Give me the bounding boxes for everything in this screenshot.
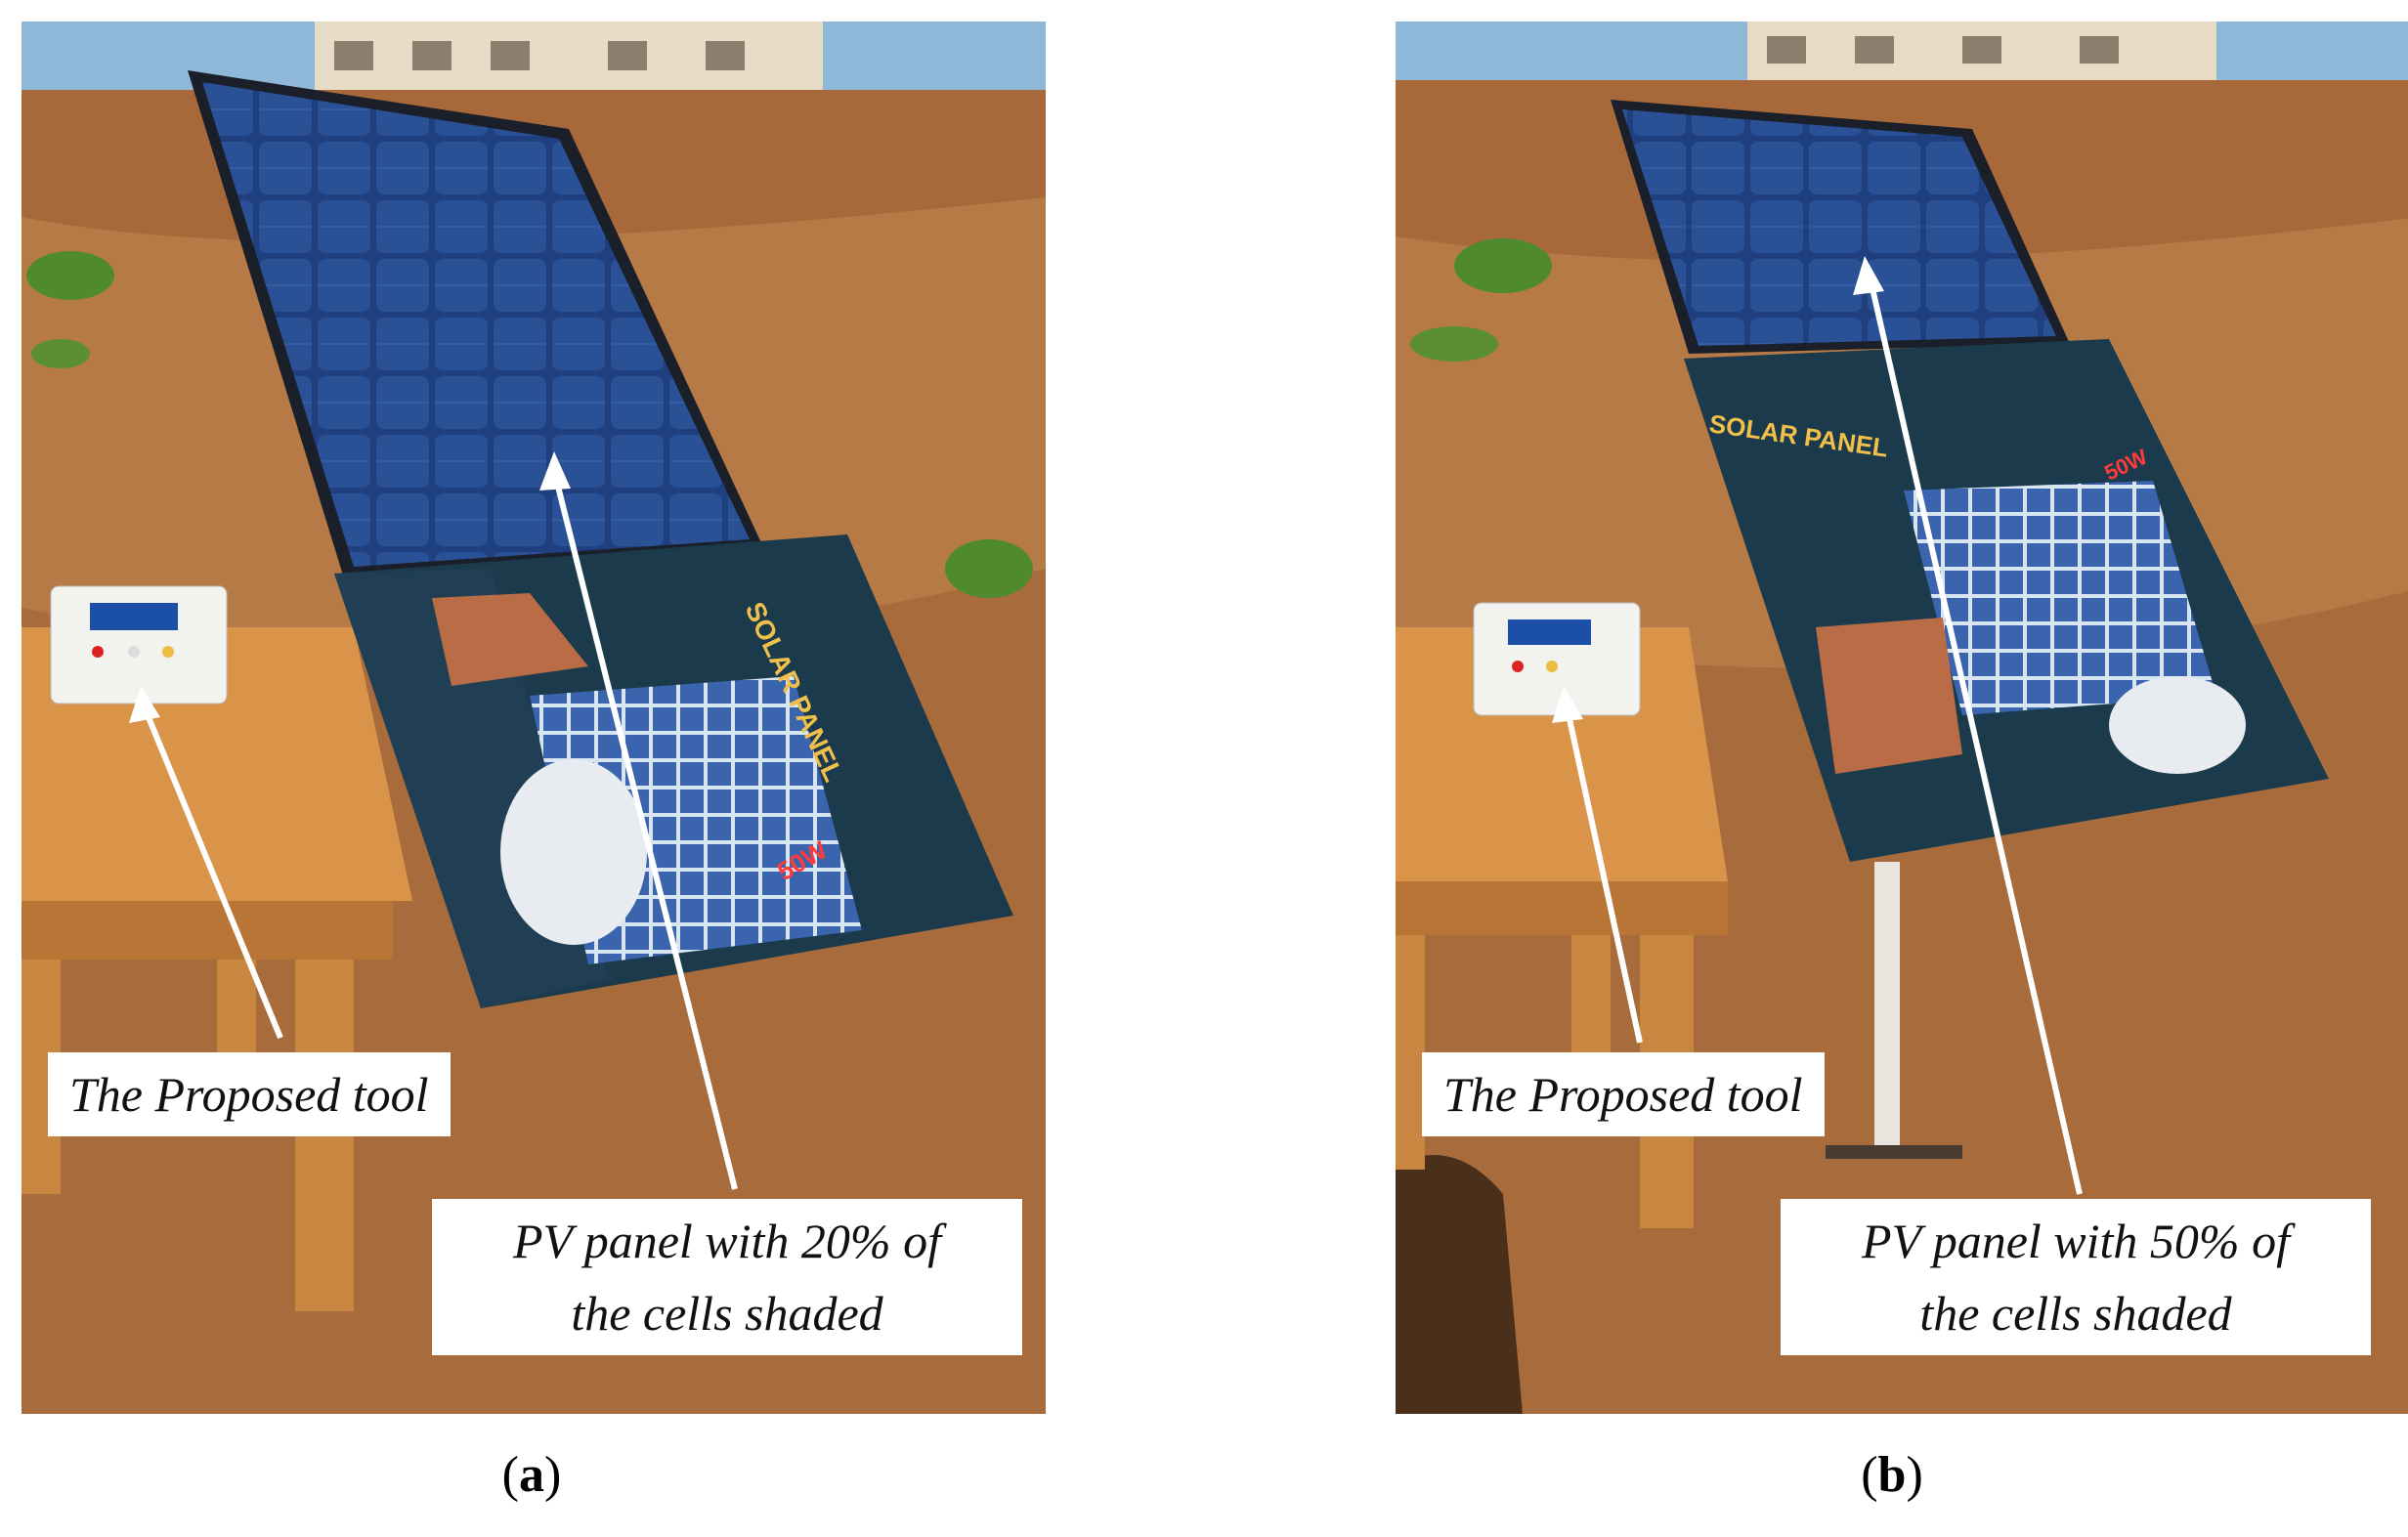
grass — [26, 251, 114, 300]
caption-letter: a — [519, 1447, 544, 1503]
pv-label-line1: PV panel with 20% of — [513, 1214, 941, 1268]
caption-a: (a) — [501, 1447, 562, 1503]
cable-image — [500, 759, 647, 945]
caption-letter: b — [1877, 1447, 1907, 1503]
tool-display — [90, 603, 178, 630]
shadow — [1396, 1155, 1523, 1414]
caption-b: (b) — [1861, 1447, 1923, 1503]
pv-label: PV panel with 20% of the cells shaded — [432, 1199, 1022, 1355]
tool-label-text: The Proposed tool — [69, 1067, 429, 1122]
grass — [1454, 238, 1552, 293]
pv-label-line2: the cells shaded — [571, 1286, 883, 1341]
solar-panel-cells — [1622, 109, 2056, 346]
arrow-tool — [1564, 704, 1643, 1044]
small-panel-image — [1904, 481, 2216, 715]
tool-label-text: The Proposed tool — [1443, 1067, 1803, 1122]
photo-a-scene: SOLAR PANEL 50W — [22, 21, 1046, 1414]
pv-label-line2: the cells shaded — [1919, 1286, 2232, 1341]
tool-label: The Proposed tool — [1422, 1052, 1825, 1136]
arrow-pv — [551, 470, 738, 1190]
arrow-tool — [141, 704, 283, 1040]
arrow-pv — [1867, 275, 2083, 1195]
cable-image — [2109, 676, 2246, 774]
tool-label: The Proposed tool — [48, 1052, 451, 1136]
building — [315, 21, 823, 100]
photo-b: SOLAR PANEL 50W The Proposed tool PV pan… — [1396, 21, 2408, 1414]
tool-display — [1508, 619, 1591, 645]
photo-a: SOLAR PANEL 50W The Proposed tool PV pan… — [22, 21, 1046, 1414]
pv-label-line1: PV panel with 50% of — [1862, 1214, 2290, 1268]
panel-stand — [1874, 862, 1900, 1155]
pv-label: PV panel with 50% of the cells shaded — [1781, 1199, 2371, 1355]
solar-panel-cells — [202, 82, 750, 567]
